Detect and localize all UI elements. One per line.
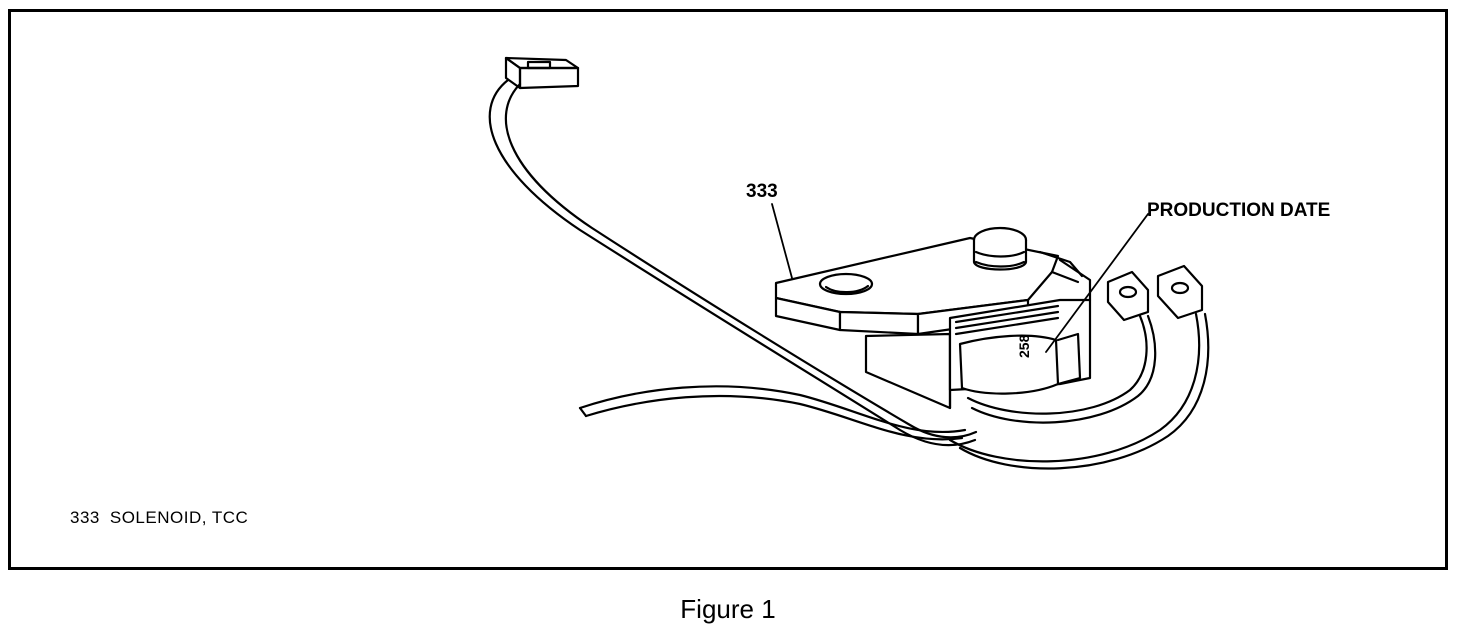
part-number-callout: 333: [746, 181, 778, 202]
legend-number: 333: [70, 508, 100, 527]
solenoid-cap: [972, 226, 1028, 271]
solenoid-body: [864, 250, 1092, 410]
legend-description: SOLENOID, TCC: [109, 508, 249, 527]
figure-caption: Figure 1: [680, 594, 776, 624]
figure-frame: [8, 9, 1448, 570]
harness-connector: [504, 56, 580, 90]
loose-lead-wire: [578, 385, 967, 441]
leader-line-production-date: [1045, 213, 1149, 353]
leader-line-333: [771, 203, 793, 279]
leader-lines: [771, 203, 1149, 353]
production-date-stamp: 258: [1016, 334, 1032, 358]
front-terminal-wire: [966, 314, 1157, 424]
legend-entry: 333 SOLENOID, TCC: [70, 508, 248, 528]
production-date-callout: PRODUCTION DATE: [1147, 200, 1331, 221]
rear-terminal-wire: [948, 312, 1210, 470]
front-terminal-connector: [1106, 270, 1150, 322]
rear-terminal-connector: [1156, 264, 1204, 320]
